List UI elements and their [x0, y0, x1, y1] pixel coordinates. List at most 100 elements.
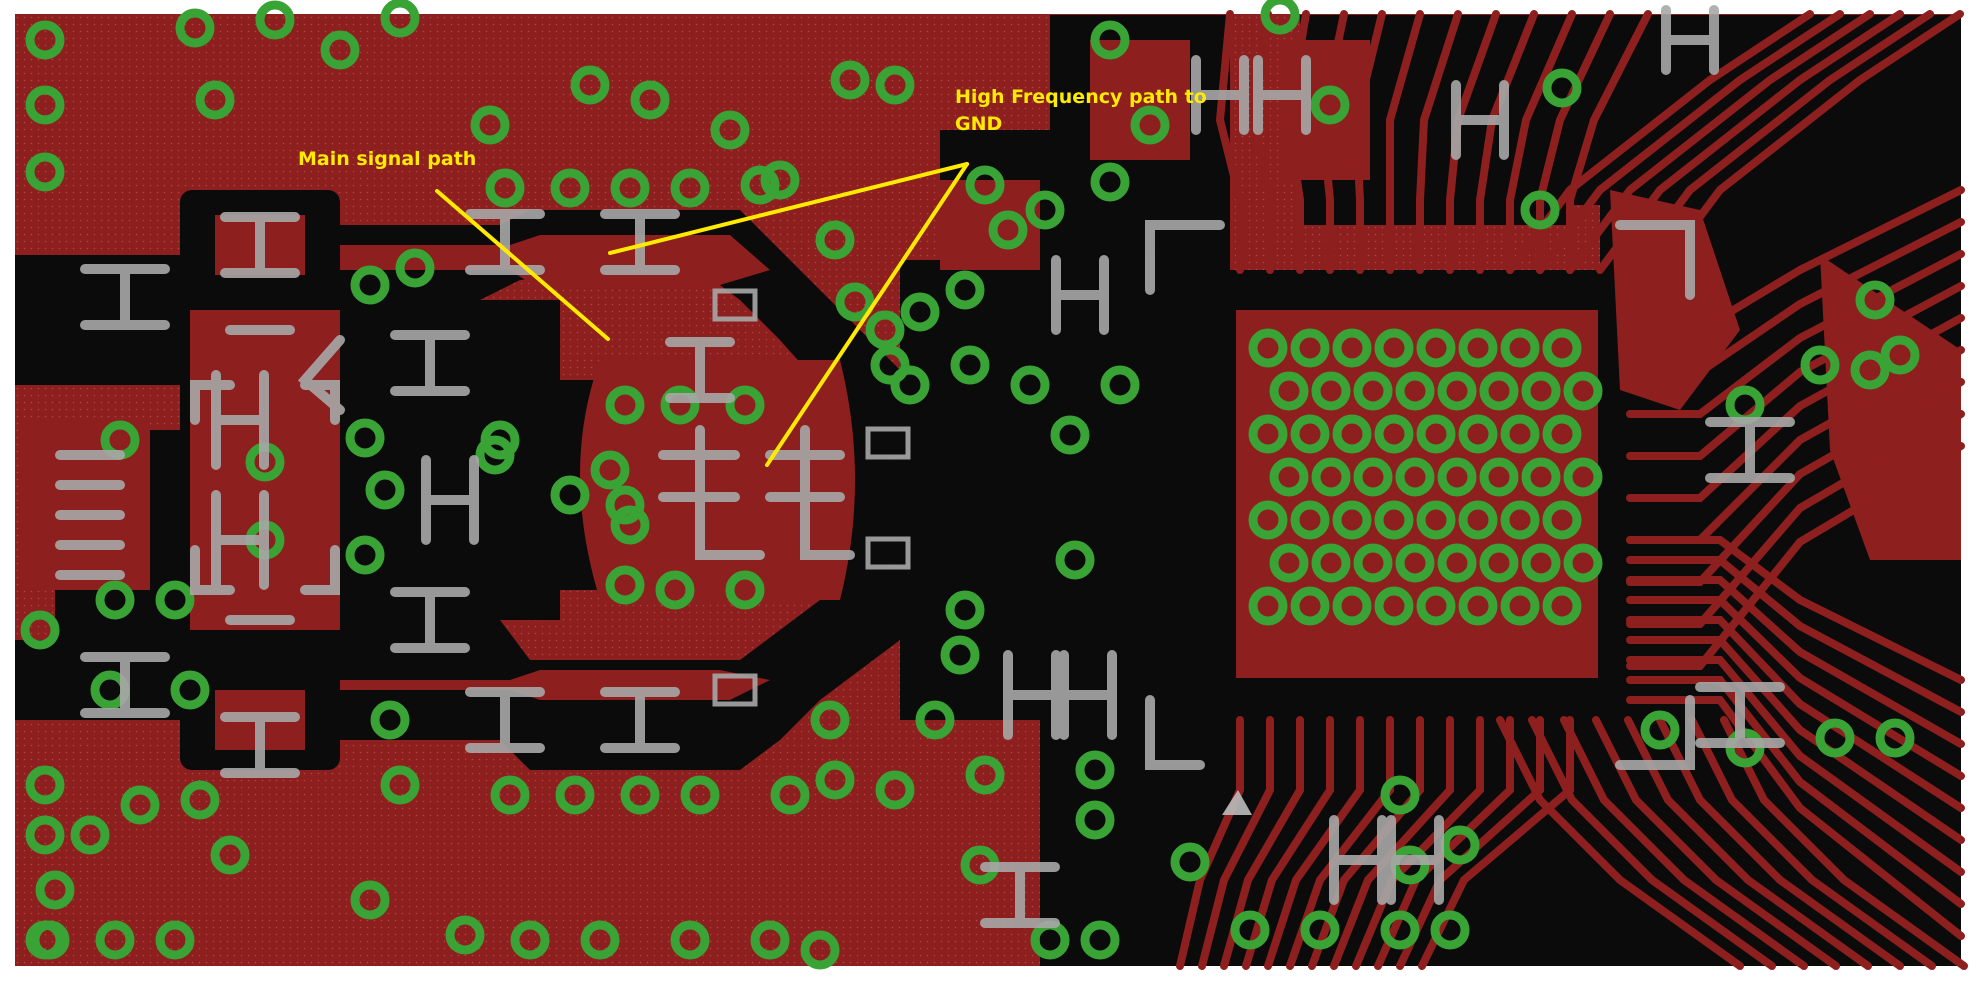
via-ring — [800, 930, 840, 970]
via-ring — [120, 785, 160, 825]
via-ring — [1416, 414, 1456, 454]
via-ring — [1458, 500, 1498, 540]
trace-top — [1506, 10, 1576, 274]
via-ring — [1269, 543, 1309, 583]
via-ring — [1542, 500, 1582, 540]
via-ring — [1416, 500, 1456, 540]
via-ring — [1332, 586, 1372, 626]
via-ring — [25, 20, 65, 60]
via-ring — [1311, 371, 1351, 411]
via-ring — [1380, 910, 1420, 950]
trace-bottom-right — [1592, 716, 1840, 970]
via-ring — [550, 168, 590, 208]
via-ring — [1374, 328, 1414, 368]
trace-top — [1416, 10, 1462, 274]
via-ring — [1521, 457, 1561, 497]
via-ring — [1269, 457, 1309, 497]
trace-right-lower — [1626, 616, 1965, 812]
via-ring — [620, 775, 660, 815]
via-ring — [70, 815, 110, 855]
via-ring — [1290, 414, 1330, 454]
via-ring — [485, 168, 525, 208]
trace-right-lower — [1626, 536, 1965, 684]
via-ring — [1430, 910, 1470, 950]
via-ring — [25, 152, 65, 192]
via-ring — [1437, 371, 1477, 411]
trace-right-upper — [1626, 282, 1965, 460]
silkscreen-bracket — [1615, 695, 1695, 770]
via-ring — [875, 65, 915, 105]
via-ring — [890, 365, 930, 405]
via-ring — [1521, 371, 1561, 411]
via-ring — [1800, 345, 1840, 385]
via-ring — [175, 8, 215, 48]
via-ring — [1374, 586, 1414, 626]
via-ring — [95, 920, 135, 960]
via-ring — [1500, 586, 1540, 626]
via-ring — [1025, 190, 1065, 230]
via-ring — [1248, 586, 1288, 626]
trace-top — [1351, 10, 1386, 274]
via-ring — [1437, 543, 1477, 583]
silkscreen-arrow — [297, 335, 345, 415]
via-ring — [1230, 910, 1270, 950]
via-ring — [1374, 500, 1414, 540]
pin1-marker-icon — [1222, 790, 1252, 815]
via-ring — [630, 80, 670, 120]
via-ring — [470, 105, 510, 145]
via-ring — [1563, 457, 1603, 497]
trace-bottom — [1176, 716, 1244, 970]
via-ring — [320, 30, 360, 70]
trace-top — [1476, 10, 1538, 274]
via-ring — [1090, 20, 1130, 60]
trace-top-right — [1536, 10, 1844, 274]
main-signal-path-label: Main signal path — [298, 148, 477, 170]
trace-right-upper — [1626, 218, 1965, 376]
via-ring — [1374, 414, 1414, 454]
via-ring — [965, 165, 1005, 205]
via-ring — [1458, 586, 1498, 626]
via-ring — [1310, 85, 1350, 125]
via-ring — [195, 80, 235, 120]
via-ring — [740, 165, 780, 205]
via-ring — [810, 700, 850, 740]
via-ring — [1300, 910, 1340, 950]
via-ring — [750, 920, 790, 960]
via-ring — [1395, 543, 1435, 583]
trace-top — [1317, 10, 1348, 274]
via-ring — [1563, 371, 1603, 411]
trace-top — [1215, 10, 1244, 274]
via-ring — [1416, 328, 1456, 368]
via-ring — [1520, 190, 1560, 230]
high-frequency-path-label-line2: GND — [955, 113, 1003, 135]
via-ring — [1050, 415, 1090, 455]
via-ring — [1500, 414, 1540, 454]
via-ring — [1332, 328, 1372, 368]
via-ring — [1437, 457, 1477, 497]
via-ring — [1090, 162, 1130, 202]
via-ring — [1332, 414, 1372, 454]
via-ring — [25, 920, 65, 960]
via-ring — [1380, 775, 1420, 815]
via-ring — [670, 168, 710, 208]
silkscreen-bracket — [300, 545, 340, 595]
silkscreen-bracket — [190, 545, 235, 595]
via-ring — [155, 920, 195, 960]
via-ring — [945, 590, 985, 630]
trace-bottom — [1198, 716, 1274, 970]
trace-right-lower — [1626, 556, 1965, 716]
via-ring — [1563, 543, 1603, 583]
silkscreen-bracket — [695, 425, 765, 560]
via-ring — [835, 282, 875, 322]
via-ring — [900, 292, 940, 332]
via-ring — [875, 770, 915, 810]
via-ring — [1542, 586, 1582, 626]
via-ring — [1100, 365, 1140, 405]
via-ring — [350, 265, 390, 305]
via-ring — [830, 60, 870, 100]
via-ring — [510, 920, 550, 960]
via-ring — [915, 700, 955, 740]
via-ring — [1260, 0, 1300, 35]
trace-right-lower — [1626, 576, 1965, 748]
